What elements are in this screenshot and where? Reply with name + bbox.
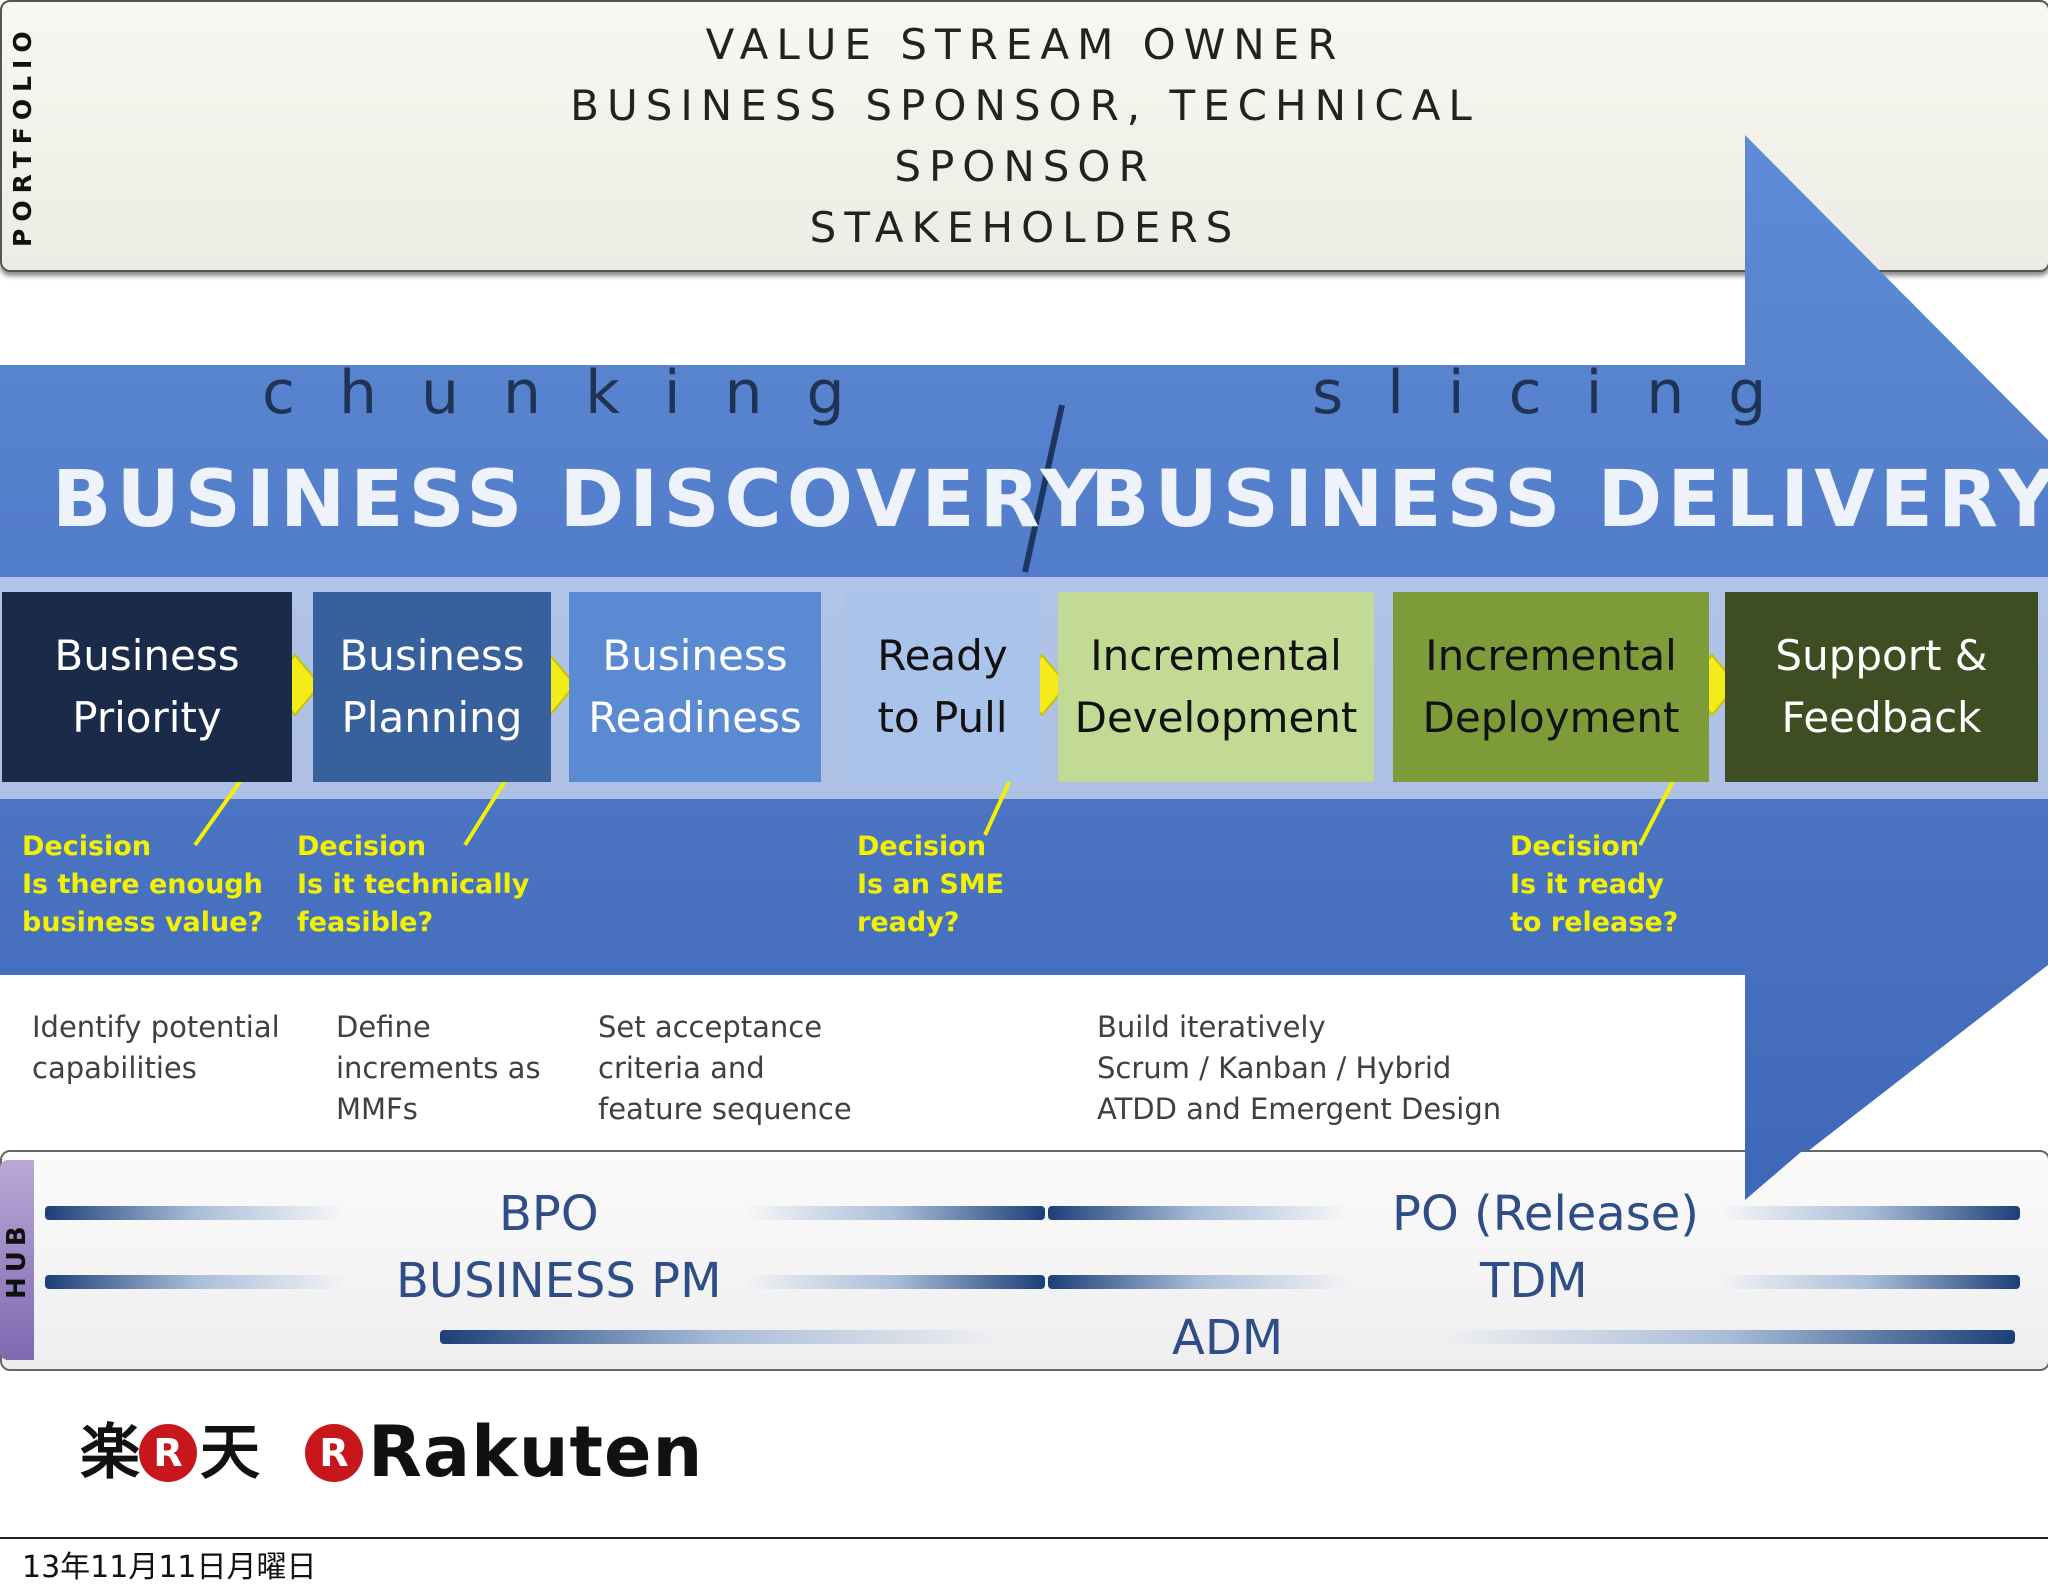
business-discovery-title: BUSINESS DISCOVERY bbox=[52, 455, 1102, 545]
hub-role-bpo: BPO bbox=[499, 1186, 599, 1242]
stage-business-readiness: Business Readiness bbox=[569, 592, 821, 782]
portfolio-line: STAKEHOLDERS bbox=[809, 203, 1241, 252]
decision-sme-ready: Decision Is an SME ready? bbox=[857, 831, 1005, 938]
adm-bar-left bbox=[440, 1330, 1000, 1344]
tdm-bar-left bbox=[1048, 1275, 1348, 1289]
logo-kanji-ten: 天 bbox=[200, 1418, 260, 1488]
hub-label: HUB bbox=[2, 1221, 32, 1299]
portfolio-line: VALUE STREAM OWNER bbox=[705, 20, 1345, 69]
po-bar-left bbox=[1048, 1206, 1348, 1220]
pm-bar-left bbox=[45, 1275, 345, 1289]
arrow-tip-overlap bbox=[1745, 1140, 1815, 1200]
rakuten-r-icon: R bbox=[305, 1424, 363, 1482]
po-bar-right bbox=[1720, 1206, 2020, 1220]
footer-date: 13年11月11日月曜日 bbox=[22, 1550, 317, 1585]
hub-role-po-release: PO (Release) bbox=[1392, 1186, 1699, 1242]
hub-role-tdm: TDM bbox=[1480, 1253, 1588, 1309]
slicing-label: slicing bbox=[1312, 358, 1811, 428]
bpo-bar-right bbox=[745, 1206, 1045, 1220]
tdm-bar-right bbox=[1720, 1275, 2020, 1289]
activity-acceptance-criteria: Set acceptance criteria and feature sequ… bbox=[598, 1010, 852, 1126]
hub-role-adm: ADM bbox=[1172, 1310, 1284, 1366]
stage-incremental-development: Incremental Development bbox=[1058, 592, 1374, 782]
rakuten-wordmark: Rakuten bbox=[368, 1411, 704, 1493]
activity-build-iteratively: Build iteratively Scrum / Kanban / Hybri… bbox=[1097, 1010, 1502, 1126]
activity-identify-capabilities: Identify potential capabilities bbox=[32, 1010, 280, 1085]
footer-divider bbox=[0, 1537, 2048, 1539]
hub-role-business-pm: BUSINESS PM bbox=[396, 1253, 722, 1309]
pm-bar-right bbox=[745, 1275, 1045, 1289]
stage-business-planning: Business Planning bbox=[313, 592, 551, 782]
chunking-label: chunking bbox=[262, 358, 889, 428]
portfolio-roles: VALUE STREAM OWNER BUSINESS SPONSOR, TEC… bbox=[400, 14, 1650, 258]
rakuten-r-icon: R bbox=[139, 1424, 197, 1482]
bpo-bar-left bbox=[45, 1206, 345, 1220]
portfolio-line: SPONSOR bbox=[894, 142, 1156, 191]
stage-business-priority: Business Priority bbox=[2, 592, 292, 782]
stage-incremental-deployment: Incremental Deployment bbox=[1393, 592, 1709, 782]
stage-ready-to-pull: Ready to Pull bbox=[845, 592, 1040, 782]
phase-divider bbox=[1022, 404, 1065, 573]
hub-strip bbox=[0, 1160, 34, 1360]
decision-business-value: Decision Is there enough business value? bbox=[22, 831, 264, 938]
logo-kanji-raku: 楽 bbox=[80, 1418, 140, 1488]
decision-ready-to-release: Decision Is it ready to release? bbox=[1510, 831, 1679, 938]
portfolio-line: BUSINESS SPONSOR, TECHNICAL bbox=[570, 81, 1480, 130]
stage-support-feedback: Support & Feedback bbox=[1725, 592, 2038, 782]
activity-define-increments: Define increments as MMFs bbox=[336, 1010, 541, 1126]
adm-bar-right bbox=[1440, 1330, 2015, 1344]
portfolio-panel bbox=[0, 0, 2048, 272]
decision-technically-feasible: Decision Is it technically feasible? bbox=[297, 831, 530, 938]
business-delivery-title: BUSINESS DELIVERY bbox=[1090, 455, 2048, 545]
